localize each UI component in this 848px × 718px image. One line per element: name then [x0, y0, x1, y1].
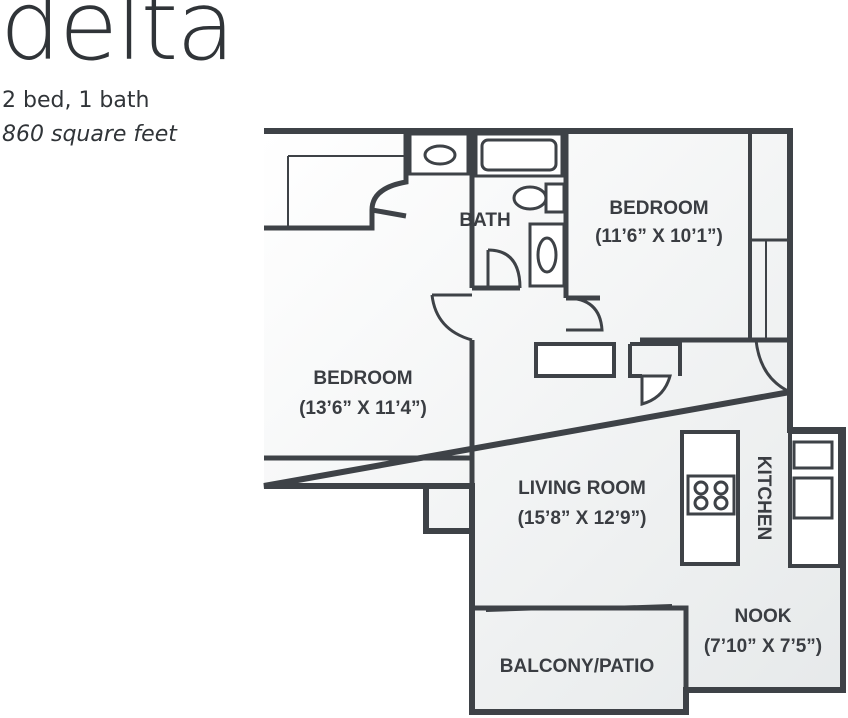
toilet-bowl-icon: [512, 185, 548, 211]
bath-sink-icon: [536, 236, 558, 274]
beds-baths-label: 2 bed, 1 bath: [2, 88, 150, 113]
kitchen-name: KITCHEN: [753, 456, 774, 540]
living-room-dims: (15’8” X 12’9”): [518, 508, 647, 529]
right-bedroom-name: BEDROOM: [609, 198, 708, 219]
burner-icon: [693, 495, 709, 511]
balcony-wall: [472, 605, 689, 712]
bath-name: BATH: [459, 210, 510, 231]
nook-dims: (7’10” X 7’5”): [704, 636, 822, 657]
nook-name: NOOK: [735, 606, 792, 627]
left-bedroom-name: BEDROOM: [313, 368, 412, 389]
living-room-name: LIVING ROOM: [518, 478, 646, 499]
entry-ledge: [534, 342, 616, 378]
burner-icon: [693, 480, 709, 496]
sliding-door: [485, 604, 673, 612]
bath-door-swing: [487, 248, 522, 289]
right-bedroom-door-swing: [565, 296, 604, 332]
kitchen-sink-icon: [792, 440, 834, 470]
vanity-sink-icon: [423, 144, 457, 166]
left-bedroom-door-swing: [430, 293, 473, 342]
balcony-name: BALCONY/PATIO: [500, 656, 654, 677]
left-bedroom-dims: (13’6” X 11’4”): [299, 398, 427, 419]
plan-title: delta: [0, 0, 235, 82]
coat-closet: [628, 342, 682, 378]
closet-door-stub: [371, 207, 407, 219]
toilet-tank: [544, 182, 566, 214]
right-bedroom-dims: (11’6” X 10’1”): [595, 226, 723, 247]
burner-icon: [713, 495, 729, 511]
bath-south-wall: [472, 131, 569, 291]
closet-jog-wall: [423, 486, 472, 534]
stove-cooktop: [686, 474, 736, 516]
floor-area: [264, 131, 843, 712]
square-footage-label: 860 square feet: [2, 122, 177, 147]
front-door-swing: [754, 339, 791, 394]
refrigerator: [792, 476, 834, 520]
left-bedroom-closet-wall: [264, 131, 409, 231]
bathtub-basin: [480, 138, 558, 172]
burner-icon: [713, 480, 729, 496]
coat-closet-door: [640, 374, 672, 406]
